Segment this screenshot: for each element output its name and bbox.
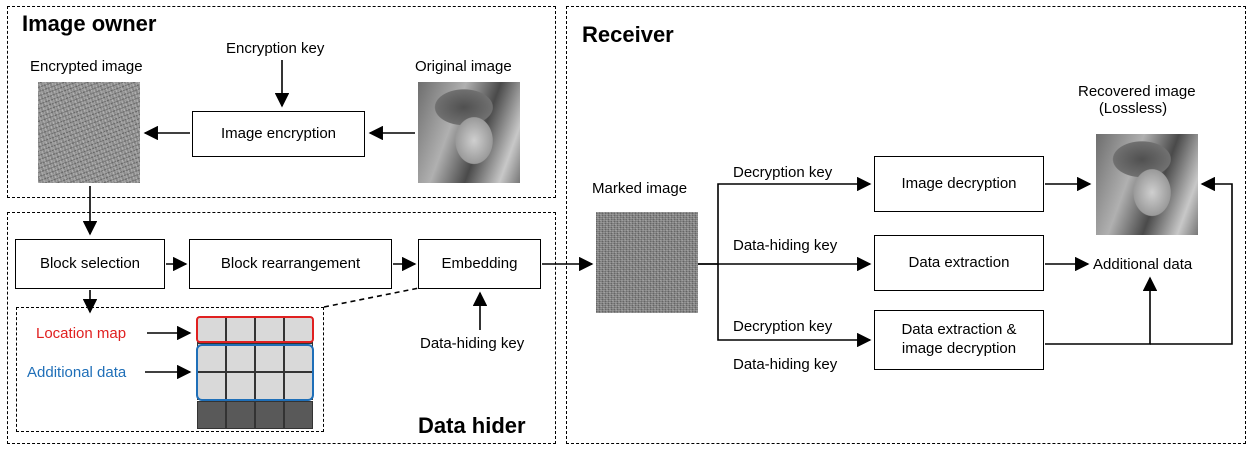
arrow-combined-to-additional bbox=[1045, 276, 1158, 345]
location-map-label: Location map bbox=[36, 325, 127, 342]
block-selection-box: Block selection bbox=[15, 239, 165, 289]
image-encryption-box: Image encryption bbox=[192, 111, 365, 157]
original-image bbox=[418, 82, 520, 183]
data-hiding-key-label-1: Data-hiding key bbox=[733, 237, 838, 254]
data-hider-region bbox=[7, 212, 556, 444]
marked-image-label: Marked image bbox=[592, 180, 688, 197]
encrypted-image bbox=[38, 82, 140, 183]
receiver-region bbox=[566, 6, 1246, 444]
image-owner-region bbox=[7, 6, 556, 198]
combined-box-line1: Data extraction & bbox=[901, 321, 1017, 339]
data-hiding-key-label-hider: Data-hiding key bbox=[420, 335, 525, 352]
embedding-box: Embedding bbox=[418, 239, 541, 289]
combined-box: Data extraction & image decryption bbox=[874, 310, 1044, 370]
original-image-label: Original image bbox=[415, 58, 512, 75]
recovered-image-label: Recovered image (Lossless) bbox=[1078, 83, 1196, 117]
zoom-line-left bbox=[323, 287, 420, 308]
recovered-image-label-line2: (Lossless) bbox=[1098, 100, 1168, 117]
block-rearrangement-box: Block rearrangement bbox=[189, 239, 392, 289]
arrow-marked-to-image-decryption bbox=[698, 176, 872, 265]
block-detail-inset bbox=[16, 307, 324, 432]
additional-data-outline bbox=[196, 344, 314, 401]
additional-data-output-label: Additional data bbox=[1093, 256, 1193, 273]
image-decryption-box: Image decryption bbox=[874, 156, 1044, 212]
receiver-title: Receiver bbox=[582, 22, 674, 47]
arrow-combined-to-recovered bbox=[1150, 176, 1233, 345]
recovered-image bbox=[1096, 134, 1198, 235]
block-grid bbox=[196, 316, 317, 429]
recovered-image-label-line1: Recovered image bbox=[1078, 83, 1196, 100]
additional-data-label-hider: Additional data bbox=[27, 364, 127, 381]
decryption-key-label-1: Decryption key bbox=[733, 164, 833, 181]
combined-box-line2: image decryption bbox=[901, 340, 1017, 357]
data-hider-title: Data hider bbox=[418, 413, 526, 438]
image-owner-title: Image owner bbox=[22, 11, 157, 36]
arrow-marked-to-combined bbox=[717, 264, 872, 348]
data-hiding-key-label-2: Data-hiding key bbox=[733, 356, 838, 373]
encrypted-image-label: Encrypted image bbox=[30, 58, 143, 75]
encryption-key-label: Encryption key bbox=[226, 40, 325, 57]
marked-image bbox=[596, 212, 698, 313]
location-map-outline bbox=[196, 316, 314, 343]
decryption-key-label-2: Decryption key bbox=[733, 318, 833, 335]
data-extraction-box: Data extraction bbox=[874, 235, 1044, 291]
